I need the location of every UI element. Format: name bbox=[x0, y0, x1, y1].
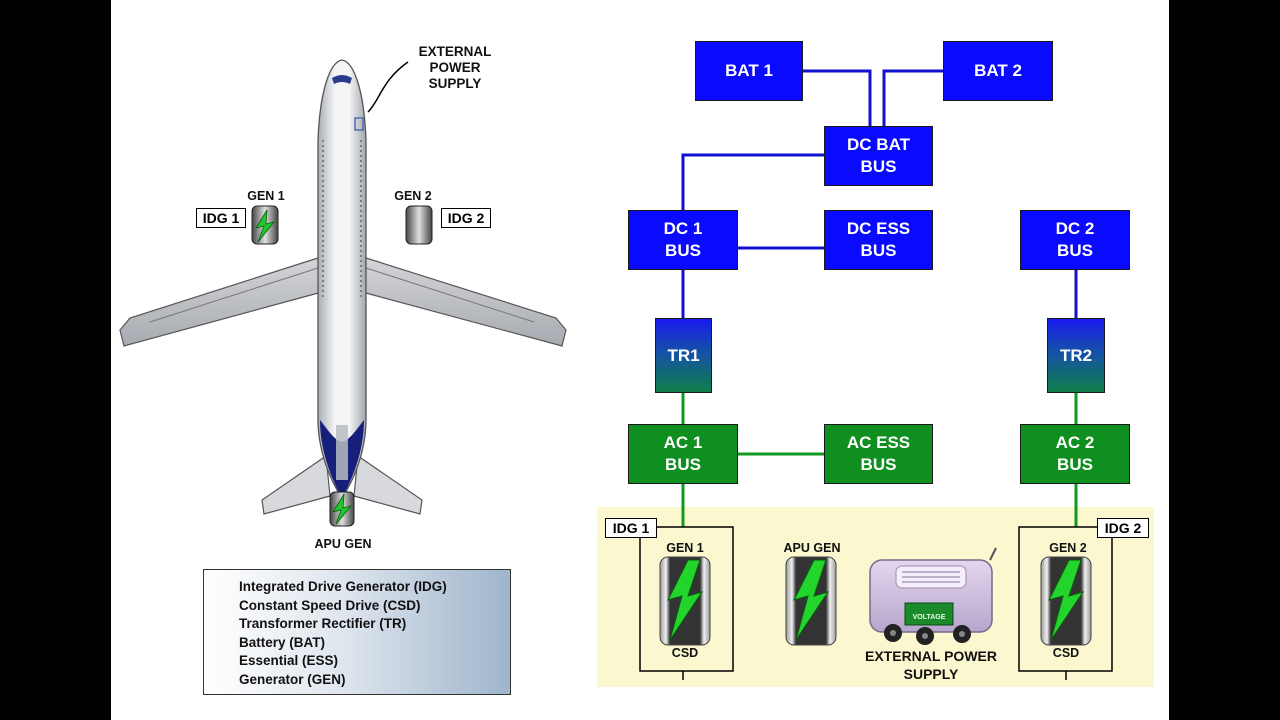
apu-generator-icon bbox=[785, 556, 837, 646]
csd1-label: CSD bbox=[671, 646, 699, 660]
tr1-box: TR1 bbox=[655, 318, 712, 393]
abbreviation-legend: Integrated Drive Generator (IDG) Constan… bbox=[203, 569, 511, 695]
aircraft-gen1-label: GEN 1 bbox=[247, 189, 285, 203]
legend-item: Battery (BAT) bbox=[239, 634, 326, 650]
apu-gen-label: APU GEN bbox=[783, 541, 841, 555]
legend-item: Essential (ESS) bbox=[239, 653, 339, 668]
legend-item: Transformer Rectifier (TR) bbox=[239, 616, 407, 631]
aircraft-idg2-tag: IDG 2 bbox=[441, 208, 491, 228]
aircraft-idg1-tag: IDG 1 bbox=[196, 208, 246, 228]
ground-power-cart-icon bbox=[869, 547, 997, 645]
aircraft-apu-label: APU GEN bbox=[314, 537, 372, 551]
bat1-box: BAT 1 bbox=[695, 41, 803, 101]
idg2-tag: IDG 2 bbox=[1097, 518, 1149, 538]
gen2-label: GEN 2 bbox=[1049, 541, 1087, 555]
cart-sign: VOLTAGE bbox=[912, 614, 946, 621]
idg1-tag: IDG 1 bbox=[605, 518, 657, 538]
gen1-label: GEN 1 bbox=[666, 541, 704, 555]
gen2-generator-icon bbox=[1040, 556, 1092, 646]
csd2-label: CSD bbox=[1052, 646, 1080, 660]
tr2-box: TR2 bbox=[1047, 318, 1105, 393]
external-power-label: EXTERNAL POWER SUPPLY bbox=[418, 44, 492, 91]
external-power-supply-label: EXTERNAL POWER SUPPLY bbox=[865, 648, 997, 682]
bat2-box: BAT 2 bbox=[943, 41, 1053, 101]
legend-item: Integrated Drive Generator (IDG) bbox=[239, 579, 447, 594]
legend-item: Constant Speed Drive (CSD) bbox=[239, 597, 421, 613]
aircraft-gen2-label: GEN 2 bbox=[394, 189, 432, 203]
legend-item: Generator (GEN) bbox=[239, 671, 346, 687]
gen1-generator-icon bbox=[659, 556, 711, 646]
